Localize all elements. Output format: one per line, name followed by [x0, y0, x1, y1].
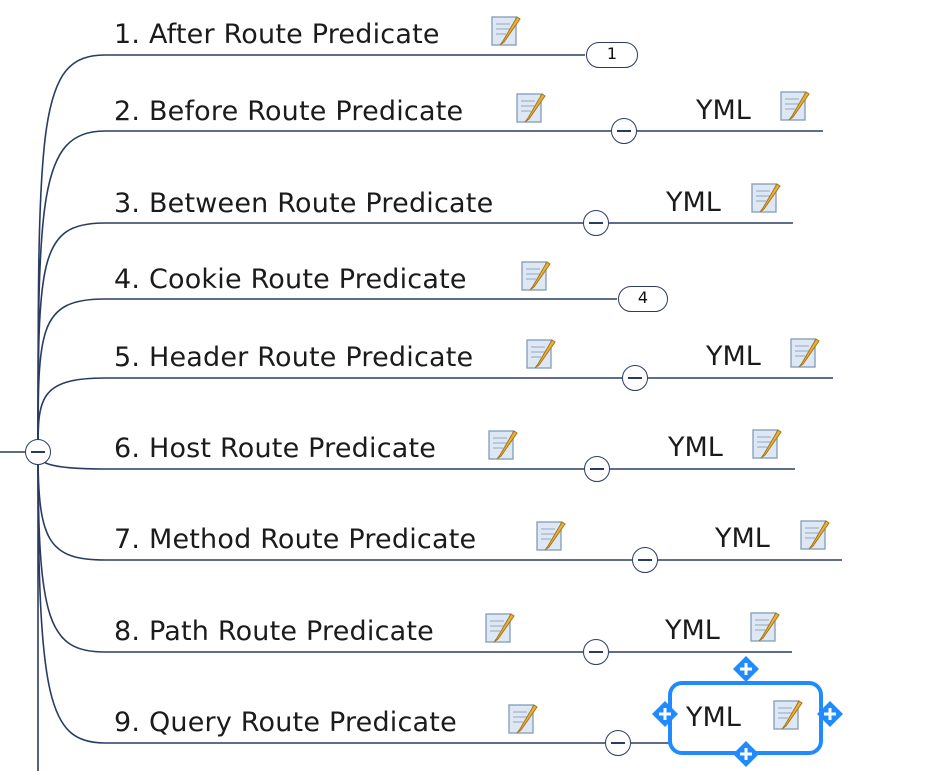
- note-icon[interactable]: [520, 259, 552, 293]
- note-icon[interactable]: [749, 610, 781, 644]
- collapse-toggle[interactable]: [583, 210, 609, 236]
- yml-subtopic[interactable]: YML: [665, 615, 720, 646]
- collapsed-count-badge[interactable]: 4: [618, 286, 668, 312]
- collapse-toggle[interactable]: [605, 730, 631, 756]
- add-sibling-left-plus-icon[interactable]: [650, 699, 680, 729]
- branch-5: [37, 377, 622, 453]
- add-sibling-right-plus-icon[interactable]: [815, 699, 845, 729]
- note-icon[interactable]: [535, 519, 567, 553]
- collapse-toggle[interactable]: [611, 118, 637, 144]
- collapse-toggle[interactable]: [632, 547, 658, 573]
- topic-3-between-route-predicate[interactable]: 3. Between Route Predicate: [114, 188, 494, 219]
- yml-subtopic[interactable]: YML: [668, 432, 723, 463]
- note-icon[interactable]: [751, 427, 783, 461]
- topic-9-query-route-predicate[interactable]: 9. Query Route Predicate: [114, 707, 457, 738]
- topic-8-path-route-predicate[interactable]: 8. Path Route Predicate: [114, 616, 434, 647]
- note-icon[interactable]: [525, 337, 557, 371]
- note-icon[interactable]: [750, 181, 782, 215]
- add-child-plus-icon[interactable]: [731, 739, 761, 769]
- collapse-toggle[interactable]: [584, 456, 610, 482]
- topic-6-host-route-predicate[interactable]: 6. Host Route Predicate: [114, 433, 437, 464]
- branch-4: [37, 298, 617, 453]
- collapse-toggle[interactable]: [622, 365, 648, 391]
- branch-3: [37, 222, 583, 453]
- yml-subtopic[interactable]: YML: [666, 187, 721, 218]
- add-parent-plus-icon[interactable]: [731, 654, 761, 684]
- note-icon[interactable]: [515, 91, 547, 125]
- yml-subtopic[interactable]: YML: [706, 341, 761, 372]
- topic-2-before-route-predicate[interactable]: 2. Before Route Predicate: [114, 96, 464, 127]
- note-icon[interactable]: [779, 89, 811, 123]
- topic-4-cookie-route-predicate[interactable]: 4. Cookie Route Predicate: [114, 264, 467, 295]
- topic-7-method-route-predicate[interactable]: 7. Method Route Predicate: [114, 524, 477, 555]
- note-icon[interactable]: [799, 518, 831, 552]
- note-icon[interactable]: [507, 702, 539, 736]
- note-icon[interactable]: [487, 428, 519, 462]
- note-icon[interactable]: [490, 14, 522, 48]
- note-icon[interactable]: [772, 698, 804, 732]
- note-icon[interactable]: [484, 611, 516, 645]
- yml-subtopic-selected[interactable]: YML: [686, 702, 741, 733]
- collapse-toggle[interactable]: [583, 639, 609, 665]
- branch-9: [37, 451, 605, 744]
- topic-5-header-route-predicate[interactable]: 5. Header Route Predicate: [114, 342, 474, 373]
- topic-1-after-route-predicate[interactable]: 1. After Route Predicate: [114, 19, 440, 50]
- root-collapse-toggle[interactable]: [25, 439, 51, 465]
- yml-subtopic[interactable]: YML: [696, 95, 751, 126]
- note-icon[interactable]: [789, 336, 821, 370]
- collapsed-count-badge[interactable]: 1: [586, 42, 638, 68]
- yml-subtopic[interactable]: YML: [715, 523, 770, 554]
